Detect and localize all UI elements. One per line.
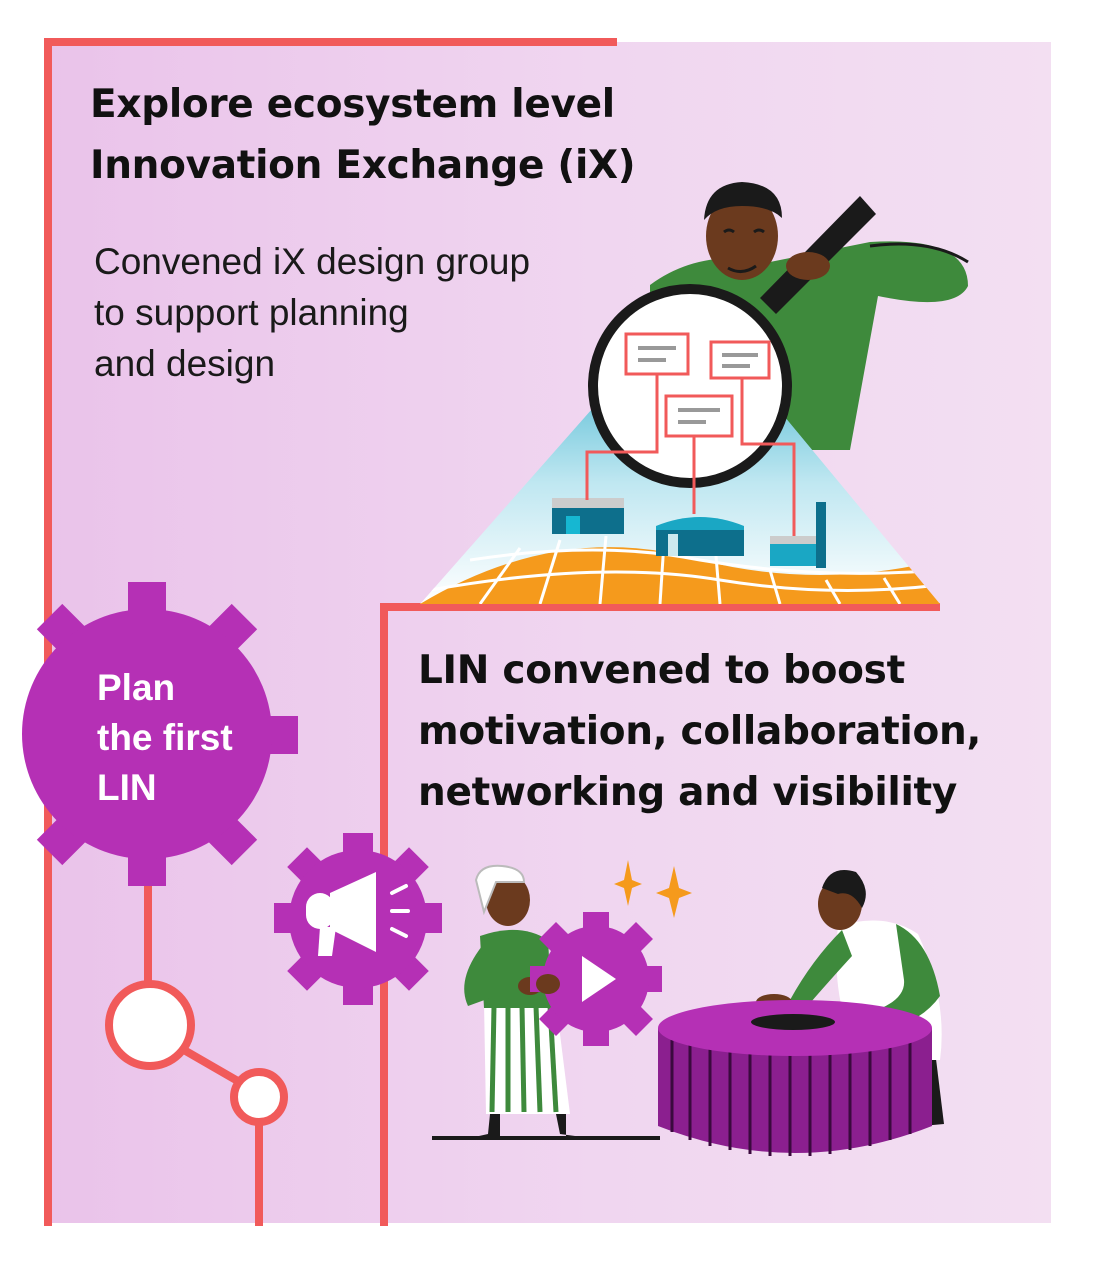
- gear-icon: [22, 582, 298, 886]
- megaphone-icon: [306, 872, 410, 956]
- megaphone-gear: [274, 833, 442, 1005]
- sparkle-icon: [614, 860, 692, 918]
- factory-buildings: [552, 498, 826, 568]
- timeline-node-large: [105, 980, 195, 1070]
- timeline-node-small: [230, 1068, 288, 1126]
- magnifier-icon: [588, 284, 792, 488]
- ix-section-description: Convened iX design group to support plan…: [94, 241, 531, 384]
- man-at-table: [658, 870, 944, 1156]
- gear-label: Plan the first LIN: [97, 667, 233, 808]
- org-chart-icon: [585, 332, 796, 536]
- ix-section-title: Explore ecosystem level Innovation Excha…: [90, 82, 636, 188]
- play-icon: [582, 956, 616, 1002]
- woman-with-play-gear: [432, 864, 662, 1140]
- lin-section-title: LIN convened to boost motivation, collab…: [418, 648, 981, 815]
